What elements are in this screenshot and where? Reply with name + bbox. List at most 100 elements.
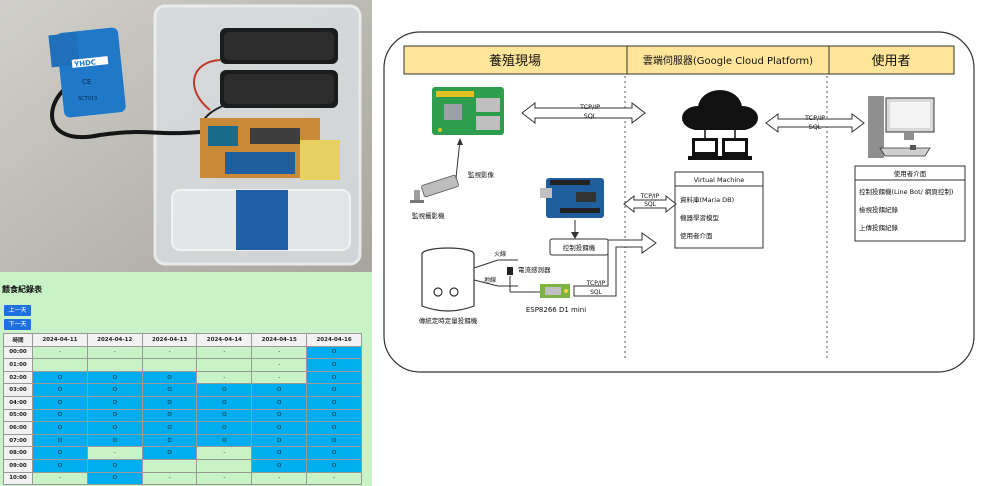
user-interface-item: 上傳投餌紀錄 [859,223,899,232]
feed-status-cell: O [251,421,308,435]
feed-status-cell: - [306,471,362,486]
conn-label: TCP/IP [579,103,600,111]
feeder-icon [421,247,475,312]
feed-status-cell: - [86,446,143,460]
feed-status-cell: O [306,345,362,360]
column-title-user: 使用者 [871,53,910,69]
feed-status-cell: - [196,446,253,460]
arduino-icon [540,178,604,218]
date-column-header: 2024-04-11 [32,333,88,347]
column-header-user [828,45,955,75]
feed-status-cell: O [251,446,308,460]
conn-label: SQL [590,289,603,296]
time-cell: 01:00 [3,358,33,372]
feed-status-cell: O [141,446,198,460]
double-arrow [765,113,865,133]
conn-label: TCP/IP [640,193,660,200]
table-row: 00:00-----O [3,345,362,360]
camera-link-line [455,139,461,179]
conn-label: TCP/IP [804,114,825,122]
feed-status-cell [141,358,198,372]
conn-label: SQL [809,123,822,131]
user-interface-item: 檢視投餌紀錄 [859,205,899,214]
arduino-board [236,190,288,250]
sensor-model-text: SCT013 [78,96,97,102]
feed-status-cell: O [86,458,143,473]
time-column-header: 時間 [3,333,33,347]
esp-label: ESP8266 D1 mini [526,306,586,314]
feed-status-cell: - [251,370,308,385]
feed-status-cell: O [196,383,253,397]
feed-status-cell: O [32,458,88,473]
feeder-label: 傳統定時定量投餌機 [419,316,478,325]
feed-status-cell: - [141,345,198,360]
feed-status-cell: O [141,383,198,397]
server-icon [688,138,752,160]
feed-status-cell: O [306,383,362,397]
hardware-photo: YHDC CE SCT013 [0,0,372,272]
feed-status-cell: O [306,446,362,460]
feed-status-cell: - [86,345,143,360]
feed-status-cell: O [306,370,362,385]
feed-status-cell [141,458,198,473]
time-cell: 09:00 [3,458,33,473]
feed-status-cell: O [306,395,362,410]
next-day-button[interactable]: 下一天 [4,319,31,330]
feed-status-cell: - [251,345,308,360]
feed-status-cell: O [196,421,253,435]
feed-status-cell: O [32,383,88,397]
feed-status-cell: O [141,408,198,423]
current-sensor-photo: YHDC CE SCT013 [48,27,126,118]
feed-status-cell: O [141,433,198,448]
raspberry-pi-icon [432,87,504,135]
double-arrow [623,194,677,214]
feed-status-cell: O [86,395,143,410]
feed-status-cell: O [196,395,253,410]
column-title-site: 養殖現場 [489,53,541,69]
date-column-header: 2024-04-12 [86,333,143,347]
cctv-camera-icon [410,174,459,203]
feed-status-cell: O [86,408,143,423]
time-cell: 07:00 [3,433,33,448]
hardware-photo-drawing: YHDC CE SCT013 [0,0,372,272]
current-sensor-label: 電流感測器 [518,265,551,274]
feed-status-cell: - [141,471,198,486]
conn-label: SQL [644,201,657,208]
table-header-row: 時間 2024-04-11 2024-04-12 2024-04-13 2024… [3,333,362,347]
battery-pack [220,28,338,108]
feed-status-cell: - [251,358,308,372]
feed-status-cell: O [306,458,362,473]
prev-day-button[interactable]: 上一天 [4,305,31,316]
time-cell: 00:00 [3,345,33,360]
feed-status-cell: - [196,471,253,486]
control-feeder-label: 控制投餌機 [563,243,596,252]
feed-status-cell: O [141,370,198,385]
time-cell: 04:00 [3,395,33,410]
feed-record-title: 餵食紀錄表 [2,285,42,294]
vm-item: 資料庫(Maria DB) [680,195,734,204]
time-cell: 03:00 [3,383,33,397]
desktop-computer-icon [868,96,935,158]
sensor-brand-text: YHDC [73,58,97,68]
feed-status-cell [196,458,253,473]
user-interface-title: 使用者介面 [894,169,927,178]
date-column-header: 2024-04-13 [141,333,198,347]
camera-link-label: 監視影像 [468,170,495,179]
feed-status-cell: O [32,421,88,435]
feed-status-cell: O [86,421,143,435]
feed-status-cell: O [251,433,308,448]
feed-status-cell: - [32,345,88,360]
ground-wire-label: 地線 [484,276,496,284]
feed-status-cell: O [196,408,253,423]
conn-label: SQL [584,112,597,120]
feed-status-cell: O [32,395,88,410]
feed-status-cell: O [251,458,308,473]
feed-status-cell [32,358,88,372]
circuit-board [200,118,340,180]
fire-wire-label: 火線 [494,250,506,258]
feed-status-cell: O [251,395,308,410]
esp-to-cloud-arrow [573,232,657,297]
